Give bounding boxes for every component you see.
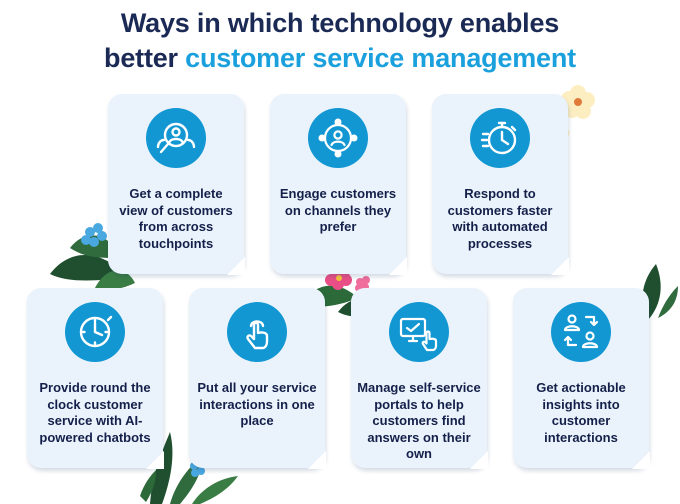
feature-card-text: Manage self-service portals to help cust…	[357, 380, 481, 461]
title-accent-part: customer service management	[185, 43, 576, 73]
feature-card-text: Put all your service interactions in one…	[197, 380, 317, 428]
clock-icon	[79, 315, 113, 348]
feature-card-self-service-portals: Manage self-service portals to help cust…	[351, 288, 488, 469]
page-title: Ways in which technology enables better …	[0, 6, 680, 76]
icon-badge	[65, 302, 125, 362]
card-corner-notch	[551, 257, 569, 275]
feature-card-engage-channels: Engage customers on channels they prefer	[270, 94, 407, 275]
feature-card-round-the-clock: Provide round the clock customer service…	[27, 288, 164, 469]
feature-card-complete-view: Get a complete view of customers from ac…	[108, 94, 245, 275]
stopwatch-icon	[480, 121, 517, 155]
customer-search-icon	[156, 122, 196, 154]
card-corner-notch	[389, 257, 407, 275]
card-corner-notch	[308, 451, 326, 469]
feature-card-text: Get actionable insights into customer in…	[536, 380, 626, 445]
icon-badge	[551, 302, 611, 362]
feature-card-actionable-insights: Get actionable insights into customer in…	[513, 288, 650, 469]
icon-badge	[470, 108, 530, 168]
icon-badge	[308, 108, 368, 168]
feature-card-one-place: Put all your service interactions in one…	[189, 288, 326, 469]
card-corner-notch	[227, 257, 245, 275]
self-service-portal-icon	[399, 317, 438, 352]
title-line-1: Ways in which technology enables	[120, 8, 560, 38]
user-exchange-icon	[563, 314, 599, 349]
feature-card-respond-faster: Respond to customers faster with automat…	[432, 94, 569, 275]
omnichannel-user-icon	[318, 118, 358, 158]
feature-card-text: Respond to customers faster with automat…	[447, 186, 553, 251]
card-corner-notch	[632, 451, 650, 469]
leaf-decoration-left	[50, 223, 135, 291]
feature-card-text: Engage customers on channels they prefer	[279, 186, 397, 234]
card-corner-notch	[470, 451, 488, 469]
title-plain-part: better	[104, 43, 186, 73]
feature-card-text: Get a complete view of customers from ac…	[119, 186, 233, 251]
icon-badge	[146, 108, 206, 168]
icon-badge	[389, 302, 449, 362]
feature-card-text: Provide round the clock customer service…	[39, 380, 151, 445]
leaf-decoration-bottom	[140, 432, 238, 504]
icon-badge	[227, 302, 287, 362]
tap-finger-icon	[246, 320, 269, 350]
card-corner-notch	[146, 451, 164, 469]
title-line-2: better customer service management	[0, 41, 680, 76]
